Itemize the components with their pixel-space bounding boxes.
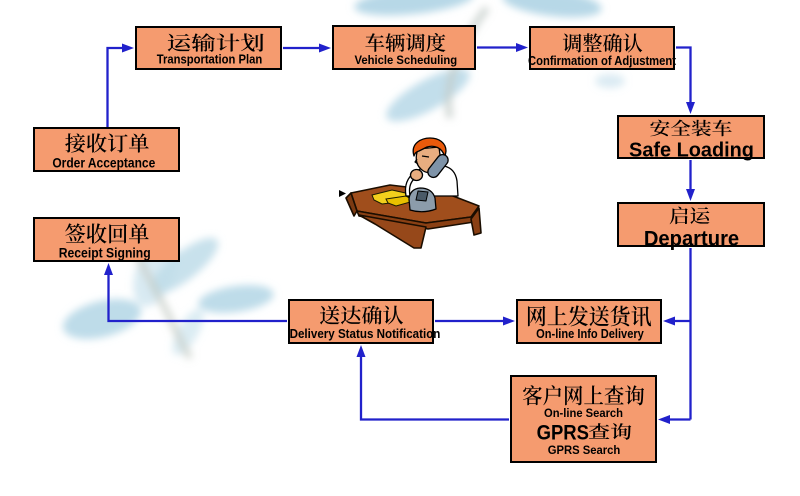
- svg-text:GPRS Search: GPRS Search: [548, 443, 621, 457]
- svg-text:On-line Info Delivery: On-line Info Delivery: [536, 326, 644, 341]
- svg-text:GPRS: GPRS: [537, 420, 589, 444]
- svg-text:Order Acceptance: Order Acceptance: [52, 156, 155, 171]
- svg-text:Receipt Signing: Receipt Signing: [59, 246, 151, 261]
- svg-text:On-line Search: On-line Search: [544, 406, 623, 420]
- svg-text:Transportation Plan: Transportation Plan: [157, 53, 263, 67]
- svg-text:Vehicle Scheduling: Vehicle Scheduling: [355, 53, 458, 67]
- svg-text:Delivery Status Notification: Delivery Status Notification: [290, 326, 441, 341]
- svg-text:Confirmation of Adjustment: Confirmation of Adjustment: [528, 53, 677, 68]
- svg-text:Departure: Departure: [644, 227, 739, 251]
- svg-text:Safe Loading: Safe Loading: [629, 140, 754, 162]
